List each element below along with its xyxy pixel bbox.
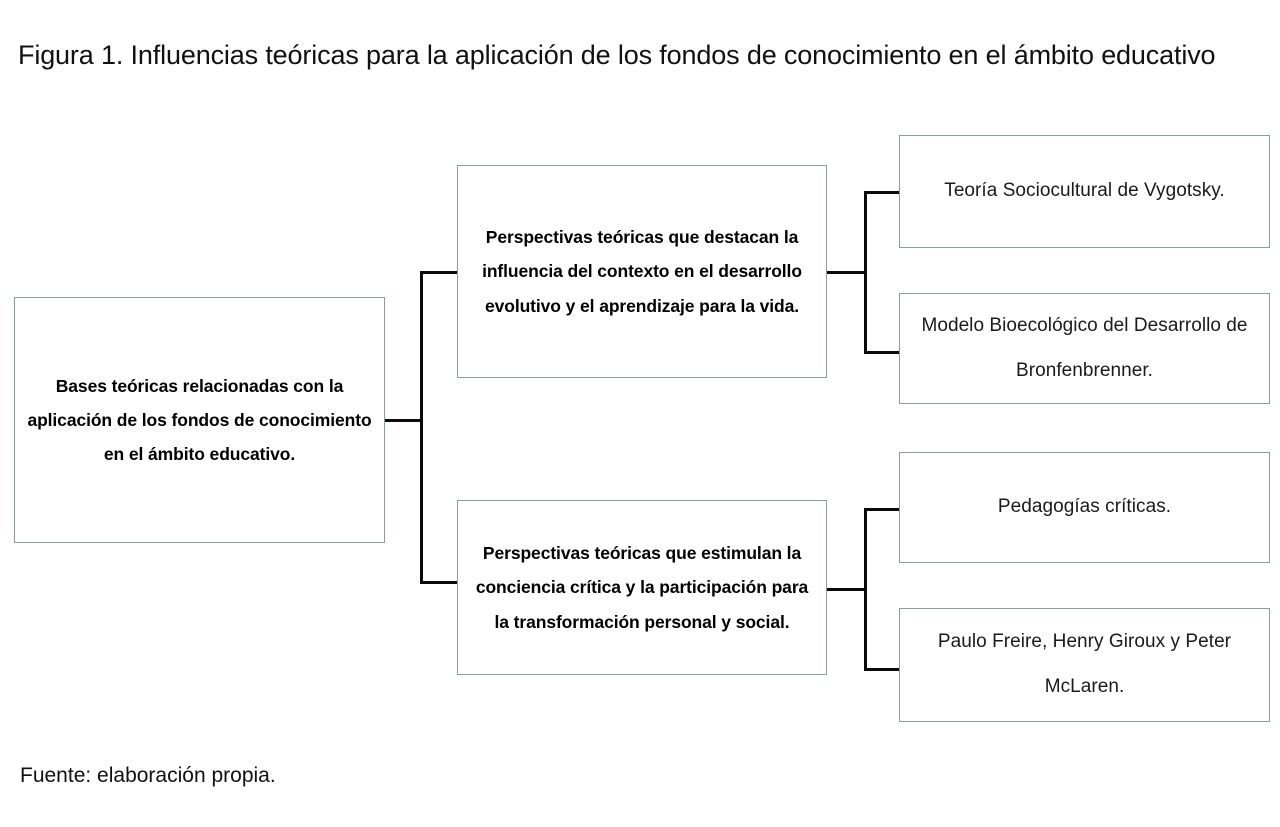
node-branch-conciencia-critica: Perspectivas teóricas que estimulan la c… <box>457 500 827 675</box>
node-leaf-4-label: Paulo Freire, Henry Giroux y Peter McLar… <box>937 631 1232 697</box>
connector-branch-2-to-bus <box>827 588 867 591</box>
node-root-label: Bases teóricas relacionadas con la aplic… <box>27 375 372 465</box>
page-title: Figura 1. Influencias teóricas para la a… <box>18 40 1216 71</box>
connector-branch-1-to-leaf-2 <box>864 351 901 354</box>
connector-root-to-bus <box>385 419 423 422</box>
connector-branch-1-to-bus <box>827 271 867 274</box>
connector-root-to-branch-2 <box>420 581 459 584</box>
connector-root-to-branch-1 <box>420 271 459 274</box>
node-branch-1-label: Perspectivas teóricas que destacan la in… <box>482 227 802 316</box>
connector-branch-1-vertical-bus <box>864 191 867 354</box>
node-leaf-1-label: Teoría Sociocultural de Vygotsky. <box>944 180 1225 202</box>
node-leaf-vygotsky: Teoría Sociocultural de Vygotsky. <box>899 135 1270 248</box>
node-leaf-freire-giroux-mclaren: Paulo Freire, Henry Giroux y Peter McLar… <box>899 608 1270 722</box>
node-branch-2-label: Perspectivas teóricas que estimulan la c… <box>475 543 809 632</box>
connector-root-vertical-bus <box>420 271 423 584</box>
connector-branch-1-to-leaf-1 <box>864 191 901 194</box>
connector-branch-2-to-leaf-4 <box>864 668 901 671</box>
node-leaf-2-label: Modelo Bioecológico del Desarrollo de Br… <box>921 314 1248 381</box>
node-leaf-pedagogias-criticas: Pedagogías críticas. <box>899 452 1270 563</box>
node-leaf-bronfenbrenner: Modelo Bioecológico del Desarrollo de Br… <box>899 293 1270 404</box>
node-branch-contexto-desarrollo: Perspectivas teóricas que destacan la in… <box>457 165 827 378</box>
figure-source-note: Fuente: elaboración propia. <box>20 764 276 787</box>
node-root: Bases teóricas relacionadas con la aplic… <box>14 297 385 543</box>
connector-branch-2-to-leaf-3 <box>864 508 901 511</box>
connector-branch-2-vertical-bus <box>864 508 867 671</box>
node-leaf-3-label: Pedagogías críticas. <box>997 496 1172 518</box>
